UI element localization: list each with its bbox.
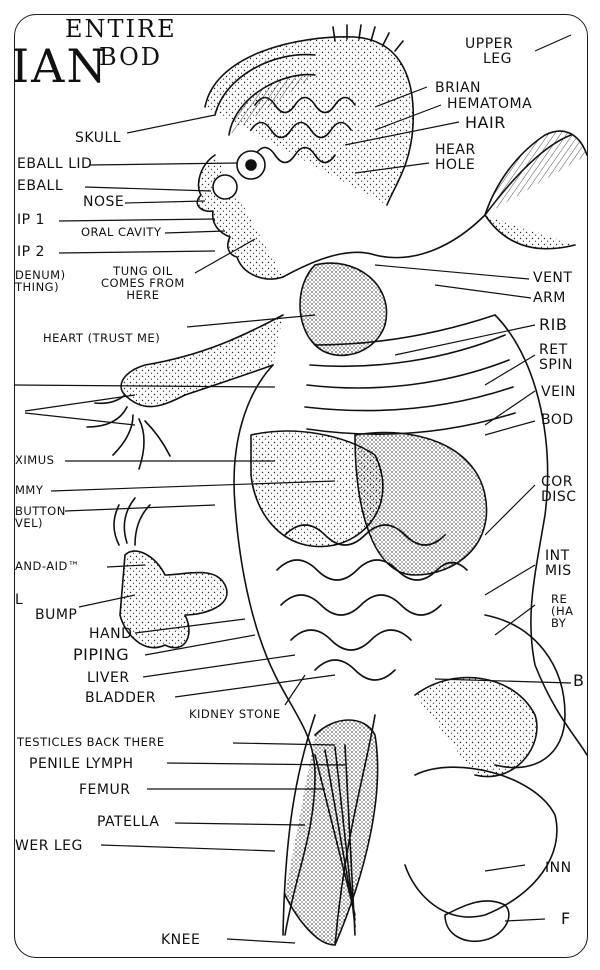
buttock <box>484 614 566 769</box>
label-skull: SKULL <box>75 130 122 146</box>
label-knee: KNEE <box>161 932 201 948</box>
label-eyeball-lid: EBALL LID <box>17 156 93 172</box>
label-arm: ARM <box>533 290 566 306</box>
label-liver: LIVER <box>87 670 130 686</box>
label-hair: HAIR <box>465 113 506 132</box>
label-heart: HEART (TRUST ME) <box>43 331 161 345</box>
label-lip1: IP 1 <box>17 212 45 228</box>
label-bod: BOD <box>541 412 574 428</box>
label-femur: FEMUR <box>79 782 131 798</box>
label-eyeball: EBALL <box>17 178 64 194</box>
header-line3: IAN <box>14 39 109 93</box>
label-mmy: MMY <box>15 483 44 497</box>
label-patella: PATELLA <box>97 814 160 830</box>
label-penile-lymph: PENILE LYMPH <box>29 756 134 772</box>
label-f: F <box>561 909 571 928</box>
label-testicles: TESTICLES BACK THERE <box>17 735 165 749</box>
label-piping: PIPING <box>73 645 130 664</box>
label-lip2: IP 2 <box>17 244 45 260</box>
label-b: B <box>573 671 585 690</box>
header-line1: ENTIRE <box>65 15 177 43</box>
label-denum: DENUM)THING) <box>15 268 66 295</box>
skull-outline <box>204 36 415 206</box>
label-vent: VENT <box>533 270 573 286</box>
label-bladder: BLADDER <box>85 690 156 706</box>
right-arm <box>484 130 587 216</box>
intestines <box>276 524 468 681</box>
label-nose: NOSE <box>83 194 125 210</box>
ribs <box>304 314 516 435</box>
label-kidney-stone: KIDNEY STONE <box>189 707 281 721</box>
label-ximus: XIMUS <box>15 453 55 467</box>
label-rib: RIB <box>539 315 568 334</box>
left-arm <box>120 314 284 408</box>
label-vein: VEIN <box>541 384 577 400</box>
foot <box>444 900 510 942</box>
label-oral-cavity: ORAL CAVITY <box>81 225 162 239</box>
label-brian: BRIAN <box>435 80 482 96</box>
brain-curls <box>250 96 356 164</box>
header-line2: BOD <box>99 43 162 71</box>
label-hand: HAND <box>89 626 133 642</box>
label-band-aid: AND-AID™ <box>15 559 80 573</box>
label-hematoma: HEMATOMA <box>447 96 533 112</box>
hand <box>119 550 228 649</box>
anatomy-illustration <box>15 24 587 946</box>
label-inn: INN <box>545 860 572 876</box>
label-lower-leg: WER LEG <box>15 838 83 854</box>
